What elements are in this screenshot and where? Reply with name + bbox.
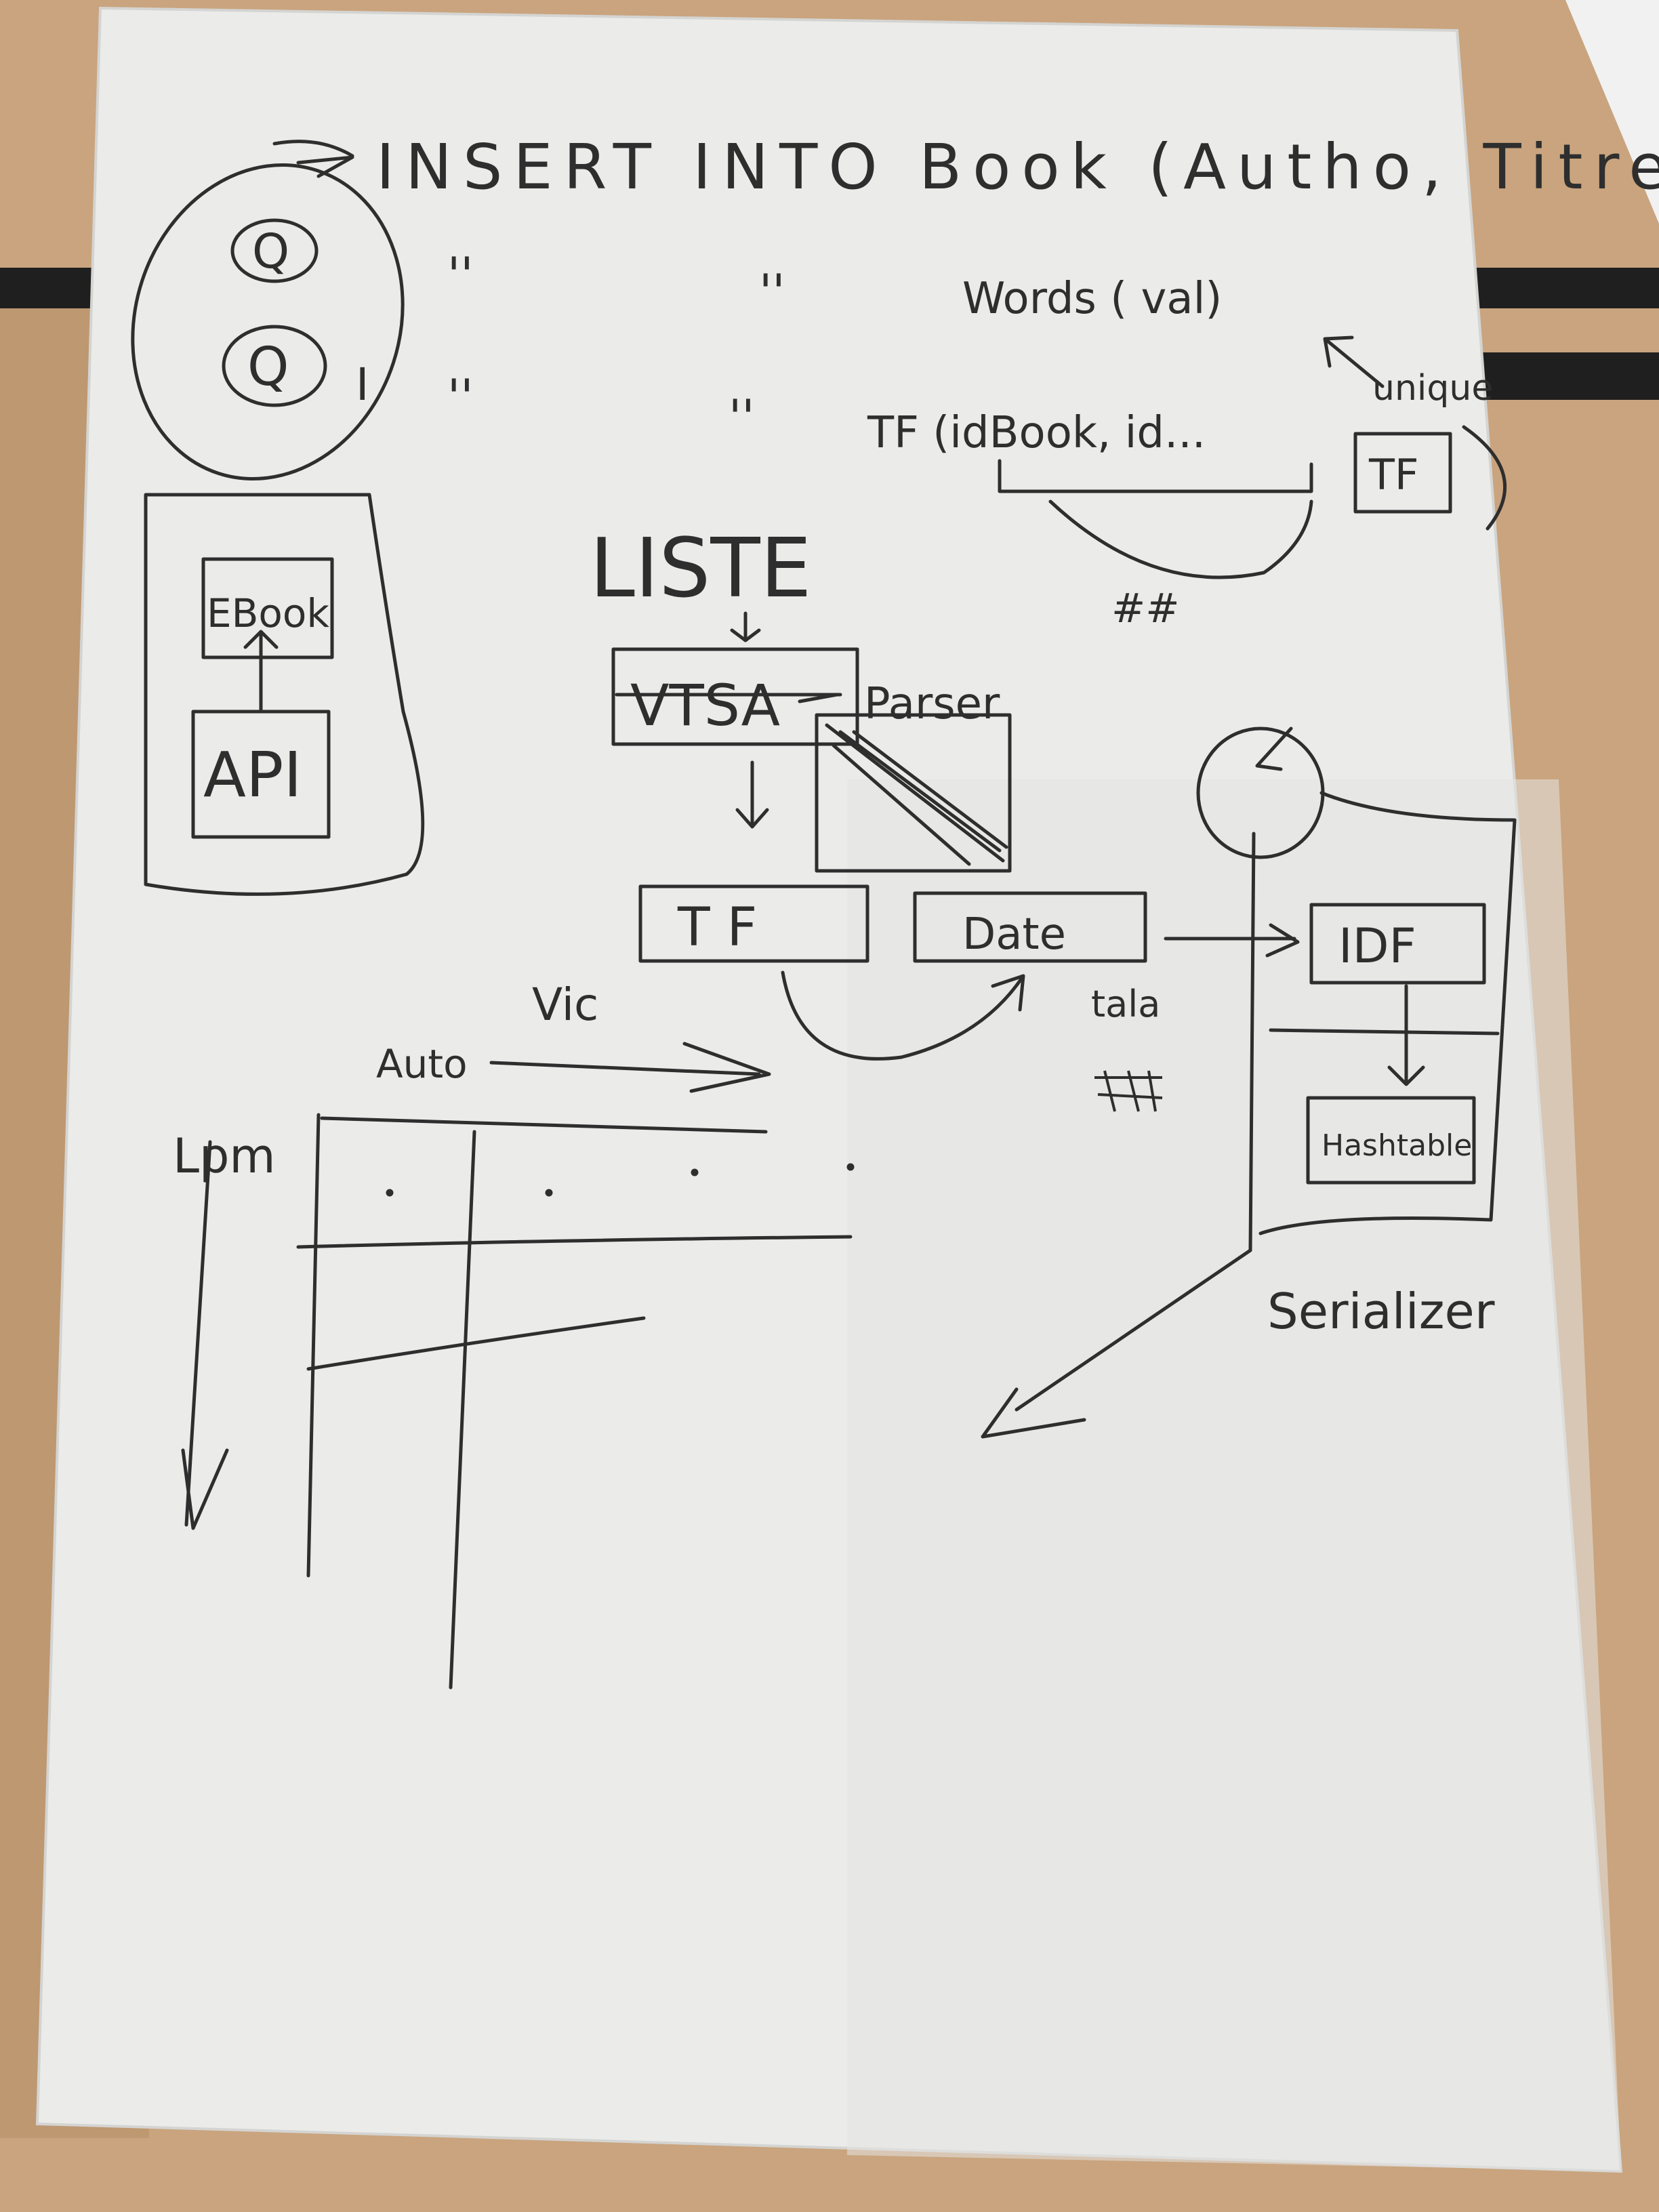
- grid-dot: [691, 1168, 699, 1176]
- date-box-label: Date: [962, 909, 1066, 960]
- serializer-divider: [1269, 1028, 1500, 1036]
- hashtable-label: Hashtable: [1322, 1128, 1472, 1163]
- parser-box: [611, 647, 859, 746]
- api-to-ebook-arrow: [243, 630, 279, 714]
- grid-dot: [545, 1189, 553, 1197]
- tf-key-bracket: [998, 459, 1313, 493]
- group-circle: [131, 163, 405, 480]
- ditto-mark: '': [447, 247, 474, 303]
- auto-label: Auto: [376, 1041, 468, 1087]
- lpm-arrow-icon: [181, 1140, 229, 1530]
- idf-box-label: IDF: [1338, 918, 1416, 974]
- tf-line: TF (idBook, id...: [867, 408, 1206, 458]
- q2-circle: [222, 325, 327, 407]
- ditto-mark: '': [759, 264, 785, 320]
- lpm-label: Lpm: [173, 1128, 276, 1184]
- tf-key-box: [1353, 432, 1452, 514]
- grid-row-1: [296, 1235, 853, 1249]
- tf-key: TF: [1368, 450, 1419, 499]
- auto-arrow: [489, 1042, 771, 1093]
- serializer-line: [1248, 832, 1256, 1252]
- grid-top: [320, 1116, 768, 1134]
- tf-box: [638, 884, 869, 963]
- date-box: [913, 891, 1147, 963]
- tf-key-curve: [1048, 499, 1313, 579]
- q1-label: Q: [252, 224, 289, 279]
- hashtable-box: [1306, 1096, 1476, 1185]
- q2-label: Q: [247, 337, 289, 398]
- tf-paren-right: [1462, 425, 1507, 531]
- serializer-container: [1258, 791, 1517, 1235]
- tf-box-label: T F: [677, 897, 757, 958]
- parser-scribble: [825, 723, 1008, 866]
- vic-label: Vic: [532, 979, 598, 1031]
- circle-side-label: I: [356, 359, 369, 411]
- liste-arrow-icon: [730, 611, 761, 642]
- parser-strike: [615, 693, 842, 703]
- parser-subbox: [815, 713, 1012, 873]
- scribble-mark: [1094, 1070, 1163, 1112]
- sql-line: INSERT INTO Book (Autho, Titre): [376, 131, 1659, 203]
- parser-label: Parser: [864, 679, 1000, 729]
- grid-left: [306, 1113, 321, 1578]
- title-arrow-icon: [272, 140, 354, 178]
- paper-shade: [847, 779, 1621, 2171]
- grid-dot: [846, 1163, 855, 1171]
- parser-down-arrow-icon: [735, 760, 769, 829]
- tala-label: tala: [1091, 983, 1160, 1025]
- date-to-idf-arrow: [1164, 923, 1300, 958]
- grid-row-2: [306, 1316, 646, 1371]
- tf-to-date-arrow: [781, 970, 1025, 1061]
- words-line: Words ( val): [962, 274, 1222, 324]
- ditto-mark: '': [447, 369, 474, 425]
- q1-circle: [230, 218, 319, 283]
- grid-center: [449, 1130, 476, 1689]
- api-label: API: [203, 739, 302, 811]
- serializer-out-arrow: [981, 1248, 1252, 1439]
- idf-box: [1309, 903, 1486, 985]
- idf-to-hashtable-arrow: [1387, 984, 1425, 1086]
- unique-label: unique: [1372, 368, 1493, 409]
- ebook-label: EBook: [207, 590, 329, 636]
- unique-arrow-icon: [1323, 335, 1385, 388]
- sdk-container: [144, 493, 425, 896]
- ditto-mark: '': [729, 390, 755, 445]
- other-paper-corner: [1565, 0, 1659, 224]
- serializer-label: Serializer: [1267, 1283, 1495, 1340]
- liste-label: LISTE: [590, 522, 812, 616]
- grid-dot: [386, 1189, 394, 1197]
- ebook-box: [201, 557, 334, 659]
- refresh-icon: [1255, 726, 1293, 771]
- parser-box-label: VTSA: [630, 672, 780, 739]
- hash-mark: ##: [1111, 585, 1180, 632]
